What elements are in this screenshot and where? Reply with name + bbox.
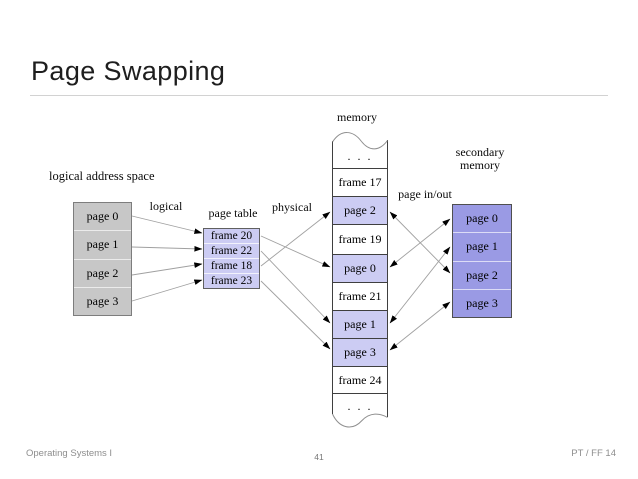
pagetable-to-memory-arrows (260, 211, 331, 350)
logical-page-row: page 1 (74, 230, 131, 258)
label-logical-address-space: logical address space (49, 169, 155, 183)
logical-page-row: page 2 (74, 258, 131, 287)
page-table-entry: frame 23 (204, 273, 259, 288)
secondary-memory-box: page 0 page 1 page 2 page 3 (452, 204, 512, 318)
secondary-page-row: page 2 (453, 260, 511, 289)
memory-frame-row: frame 19 (332, 224, 388, 254)
secondary-page-row: page 3 (453, 288, 511, 317)
secondary-page-row: page 1 (453, 232, 511, 260)
secondary-page-row: page 0 (466, 211, 498, 226)
logical-page-row: page 0 (86, 209, 119, 224)
memory-page-row: page 3 (332, 338, 388, 366)
logical-page-row: page 3 (74, 286, 131, 315)
label-physical: physical (272, 200, 312, 214)
memory-ellipsis-bottom: . . . (347, 398, 373, 413)
page-table-entry: frame 20 (210, 230, 253, 242)
label-logical: logical (149, 199, 183, 213)
memory-page-row: page 0 (332, 254, 388, 282)
title-divider (30, 95, 608, 96)
logical-to-pagetable-arrows (131, 215, 203, 302)
label-secondary-memory-line1: secondary (455, 145, 505, 159)
label-page-table: page table (208, 206, 258, 220)
memory-frame-row: frame 21 (332, 282, 388, 310)
memory-page-row: page 2 (332, 196, 388, 224)
memory-page-row: page 1 (332, 310, 388, 338)
page-table-entry: frame 18 (204, 258, 259, 273)
logical-address-space-box: page 0 page 1 page 2 page 3 (73, 202, 132, 316)
memory-frame-row: frame 17 (332, 168, 388, 196)
label-secondary-memory-line2: memory (460, 158, 500, 172)
label-page-in-out: page in/out (398, 187, 452, 201)
label-secondary-memory: secondary memory (440, 146, 520, 172)
label-memory: memory (337, 110, 377, 124)
physical-memory-column: . . . frame 17 page 2 frame 19 page 0 fr… (332, 137, 388, 428)
page-table-box: frame 20 frame 22 frame 18 frame 23 (203, 228, 260, 289)
page-in-out-arrows (389, 211, 451, 351)
footer-course-code: PT / FF 14 (571, 448, 616, 459)
memory-frame-row: frame 24 (332, 366, 388, 394)
page-table-entry: frame 22 (204, 243, 259, 258)
footer-course-name: Operating Systems I (26, 448, 113, 459)
page-title: Page Swapping (31, 56, 226, 86)
footer-page-number: 41 (314, 452, 324, 462)
memory-ellipsis-top: . . . (347, 149, 373, 163)
